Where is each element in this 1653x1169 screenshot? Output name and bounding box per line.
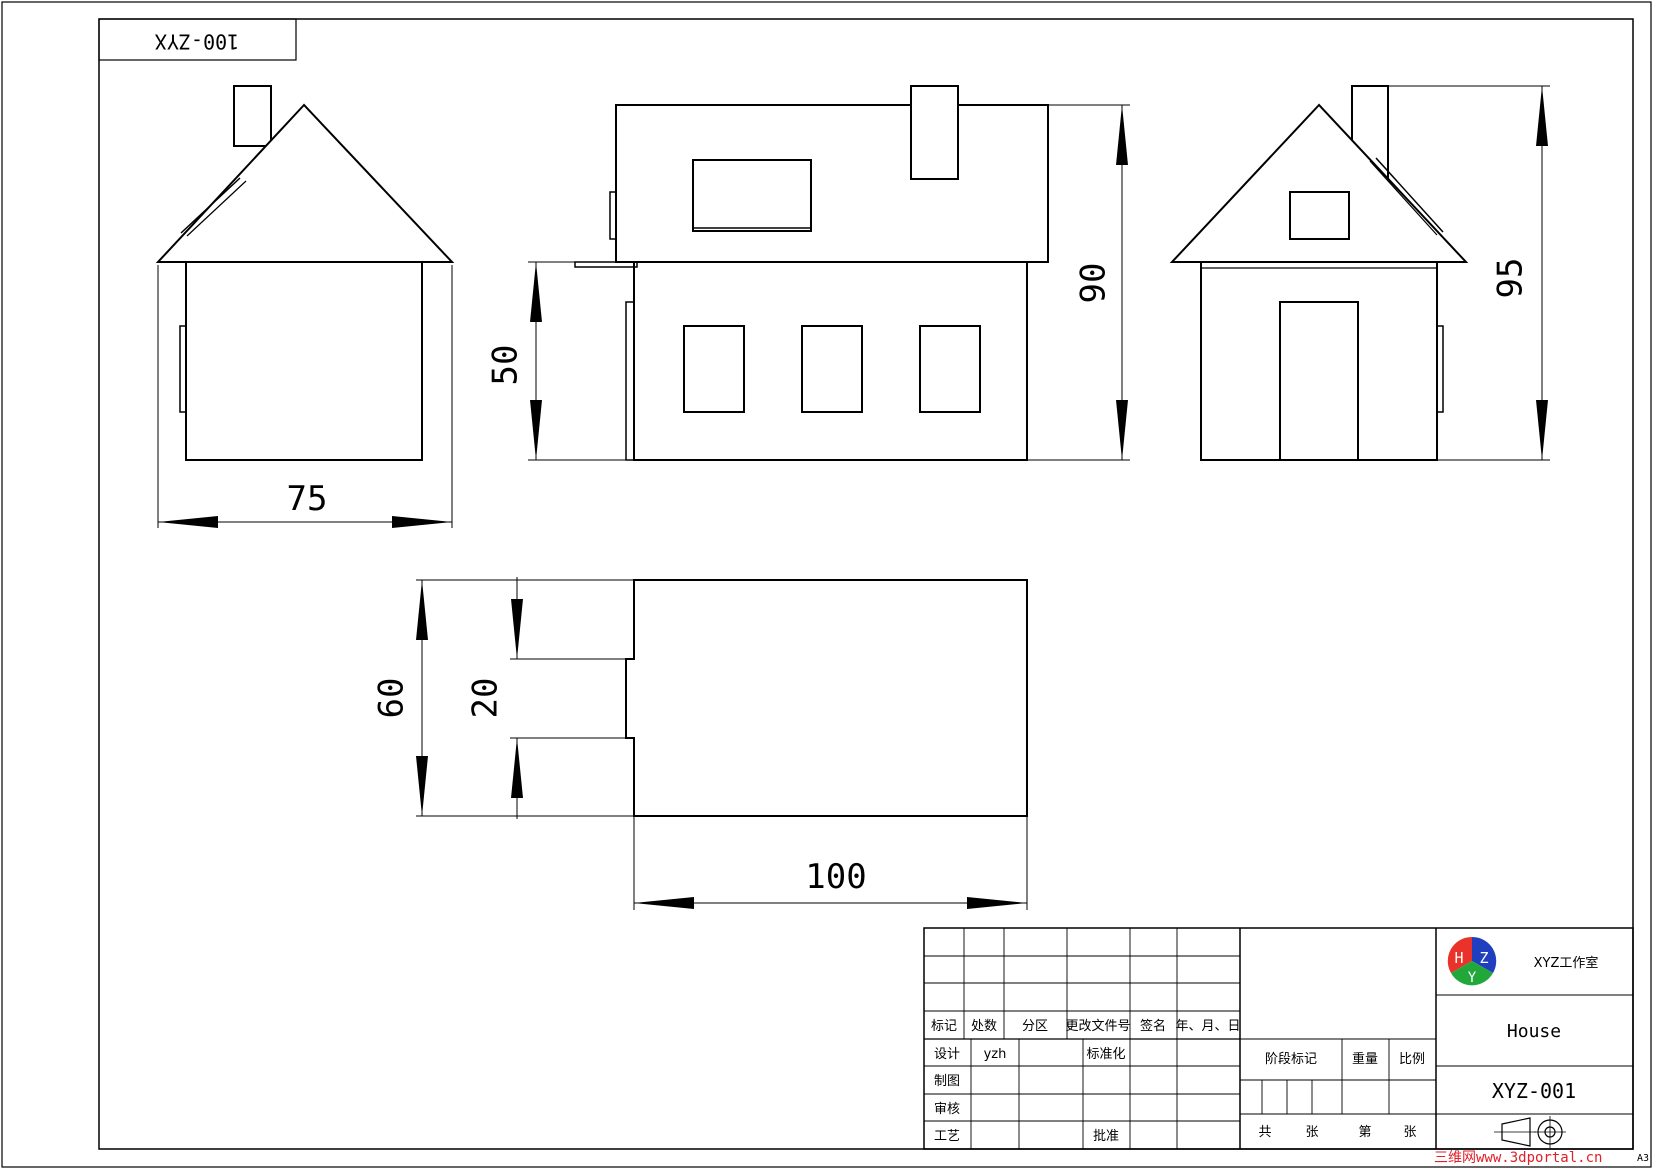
label-drawing: 制图 — [934, 1074, 960, 1089]
back-view-door — [1279, 301, 1359, 461]
header-zone: 分区 — [1022, 1019, 1048, 1034]
header-mark: 标记 — [931, 1019, 957, 1034]
label-process: 工艺 — [934, 1129, 960, 1144]
dim-50: 50 — [486, 345, 526, 386]
plan-view — [625, 579, 1028, 817]
front-view-dimensions — [528, 104, 1130, 461]
front-view-left-tab — [609, 191, 617, 240]
front-view-window-1 — [683, 325, 745, 413]
front-view-upper-wall — [615, 104, 1049, 263]
part-name: House — [1507, 1021, 1561, 1042]
code-stamp-box — [98, 18, 297, 61]
dim-20: 20 — [466, 678, 506, 719]
front-view-eave — [574, 261, 638, 268]
logo-letter-y: Y — [1468, 970, 1477, 986]
designer-name: yzh — [984, 1047, 1007, 1062]
code-stamp-text: 100-ZYX — [155, 30, 239, 54]
back-view-wall — [1200, 261, 1438, 461]
plan-view-dimensions — [416, 577, 1028, 910]
front-view-dormer-window — [692, 159, 812, 232]
label-sheet-no: 第 — [1358, 1125, 1371, 1140]
side-view-dimension — [157, 265, 453, 528]
label-sheets-unit-1: 张 — [1305, 1125, 1318, 1140]
front-view-window-3 — [919, 325, 981, 413]
paper-size: A3 — [1637, 1153, 1649, 1164]
watermark-text: 三维网www.3dportal.cn — [1434, 1150, 1602, 1166]
front-view-chimney — [910, 85, 959, 180]
side-view-roof-panel — [180, 177, 241, 234]
header-signature: 签名 — [1140, 1018, 1166, 1034]
header-date: 年、月、日 — [1175, 1019, 1240, 1034]
back-view-roof-panel — [1375, 157, 1444, 233]
logo-letter-z: Z — [1479, 949, 1488, 967]
front-view-lower-wall — [633, 261, 1028, 461]
back-view-gable-window — [1289, 191, 1350, 240]
back-view — [1169, 85, 1469, 461]
side-view-wall — [185, 261, 423, 461]
back-view-dimension — [1388, 85, 1550, 461]
side-view — [155, 85, 455, 461]
dim-75: 75 — [287, 479, 328, 519]
label-weight: 重量 — [1352, 1051, 1378, 1067]
side-view-roof — [155, 103, 455, 263]
revision-headers: 标记 处数 分区 更改文件号 签名 年、月、日 — [931, 1018, 1241, 1034]
label-sheets-unit-2: 张 — [1403, 1125, 1416, 1140]
side-view-flap — [179, 325, 187, 413]
projection-symbol-icon — [1494, 1116, 1566, 1148]
drawing-number: XYZ-001 — [1492, 1079, 1576, 1103]
label-standardization: 标准化 — [1086, 1047, 1125, 1062]
header-count: 处数 — [971, 1019, 997, 1034]
back-view-flap — [1436, 325, 1444, 413]
drawing-frame — [98, 18, 1634, 1150]
dim-90: 90 — [1074, 263, 1114, 304]
label-check: 审核 — [934, 1102, 960, 1117]
label-design: 设计 — [934, 1047, 960, 1062]
label-scale: 比例 — [1399, 1052, 1425, 1067]
title-block — [923, 927, 1634, 1150]
company-logo: H Z Y — [1447, 936, 1497, 986]
dim-60: 60 — [372, 678, 412, 719]
side-view-chimney — [233, 85, 272, 147]
label-stage-mark: 阶段标记 — [1265, 1052, 1317, 1067]
header-change-doc: 更改文件号 — [1065, 1019, 1130, 1034]
front-view-lower-tab — [625, 301, 635, 461]
label-sheets-total: 共 — [1258, 1125, 1271, 1140]
dim-95: 95 — [1491, 258, 1531, 299]
label-approve: 批准 — [1093, 1129, 1119, 1144]
front-view — [574, 85, 1049, 461]
dim-100: 100 — [805, 857, 866, 897]
logo-letter-h: H — [1454, 949, 1463, 967]
front-view-window-2 — [801, 325, 863, 413]
company-name: XYZ工作室 — [1534, 955, 1599, 971]
plan-view-outline — [625, 579, 1028, 817]
